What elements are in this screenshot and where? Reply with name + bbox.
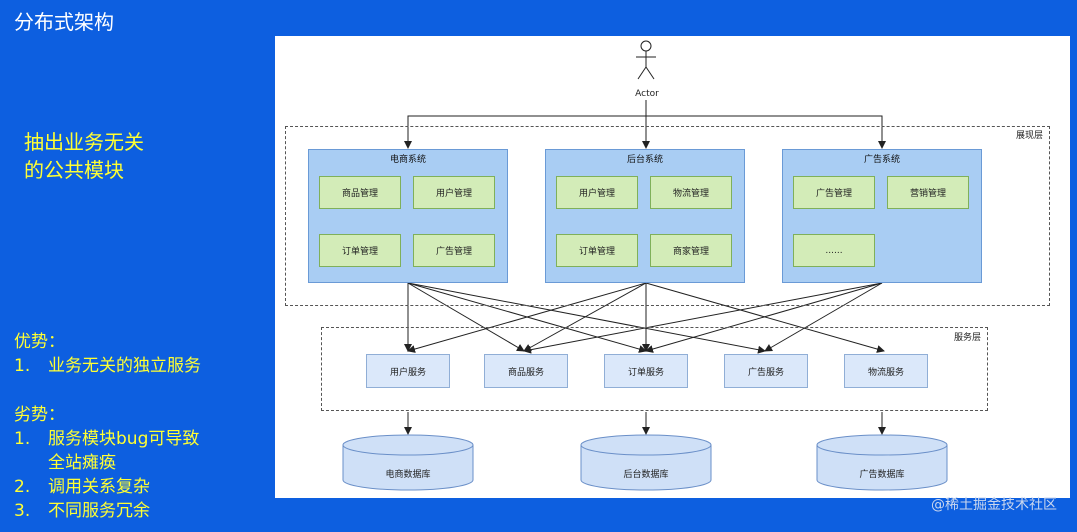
item-text: 业务无关的独立服务 — [48, 356, 201, 376]
architecture-diagram: Actor 展现层 电商系统 商品管理 用户管理 订单管理 广告管理 后台系统 … — [275, 36, 1070, 498]
system-ads: 广告系统 广告管理 营销管理 ...... — [782, 149, 982, 283]
module-box: 物流管理 — [650, 176, 732, 209]
item-number: 1. — [14, 356, 31, 376]
module-box: 用户管理 — [413, 176, 495, 209]
presentation-layer — [285, 126, 1050, 306]
module-box: 用户管理 — [556, 176, 638, 209]
database-label: 广告数据库 — [859, 470, 905, 480]
database-icon — [580, 434, 712, 491]
module-box: 商家管理 — [650, 234, 732, 267]
connector-lines — [342, 40, 948, 491]
service-box: 用户服务 — [366, 354, 450, 388]
module-box: 营销管理 — [887, 176, 969, 209]
module-box: 广告管理 — [413, 234, 495, 267]
module-box: ...... — [793, 234, 875, 267]
disadvantage-item: 3. 不同服务冗余 — [14, 499, 199, 523]
highlight-text: 抽出业务无关 的公共模块 — [24, 128, 144, 184]
highlight-line-2: 的公共模块 — [24, 158, 124, 182]
advantages-heading: 优势： — [14, 332, 65, 352]
service-layer-label: 服务层 — [954, 333, 982, 343]
advantage-item: 1. 业务无关的独立服务 — [14, 354, 201, 378]
service-box: 订单服务 — [604, 354, 688, 388]
actor-icon — [636, 40, 656, 80]
system-title: 后台系统 — [626, 155, 663, 165]
system-title: 电商系统 — [389, 155, 426, 165]
presentation-layer-label: 展现层 — [1016, 131, 1044, 141]
disadvantage-item: 1. 服务模块bug可导致 — [14, 427, 199, 451]
service-layer — [321, 327, 988, 411]
disadvantage-item: 2. 调用关系复杂 — [14, 475, 199, 499]
item-number: 2. — [14, 477, 31, 497]
disadvantages-heading: 劣势： — [14, 405, 65, 425]
item-number: 3. — [14, 501, 31, 521]
item-text: 调用关系复杂 — [48, 477, 150, 497]
service-box: 商品服务 — [484, 354, 568, 388]
database-label: 电商数据库 — [385, 470, 431, 480]
database-icon — [816, 434, 948, 491]
service-box: 广告服务 — [724, 354, 808, 388]
system-backend: 后台系统 用户管理 物流管理 订单管理 商家管理 — [545, 149, 745, 283]
service-box: 物流服务 — [844, 354, 928, 388]
slide-title: 分布式架构 — [14, 10, 114, 34]
item-number: 1. — [14, 429, 31, 449]
database-icon — [342, 434, 474, 491]
module-box: 广告管理 — [793, 176, 875, 209]
advantages-section: 优势： 1. 业务无关的独立服务 — [14, 330, 201, 378]
disadvantages-section: 劣势： 1. 服务模块bug可导致 全站瘫痪 2. 调用关系复杂 3. 不同服务冗余 — [14, 403, 199, 523]
module-box: 订单管理 — [319, 234, 401, 267]
item-text: 服务模块bug可导致 — [48, 429, 200, 449]
actor-label: Actor — [635, 89, 659, 99]
highlight-line-1: 抽出业务无关 — [24, 130, 144, 154]
item-continuation: 全站瘫痪 — [48, 453, 116, 473]
watermark: @稀土掘金技术社区 — [931, 497, 1057, 513]
module-box: 商品管理 — [319, 176, 401, 209]
module-box: 订单管理 — [556, 234, 638, 267]
system-title: 广告系统 — [863, 155, 900, 165]
database-label: 后台数据库 — [623, 470, 669, 480]
system-ecommerce: 电商系统 商品管理 用户管理 订单管理 广告管理 — [308, 149, 508, 283]
item-text: 不同服务冗余 — [48, 501, 150, 521]
